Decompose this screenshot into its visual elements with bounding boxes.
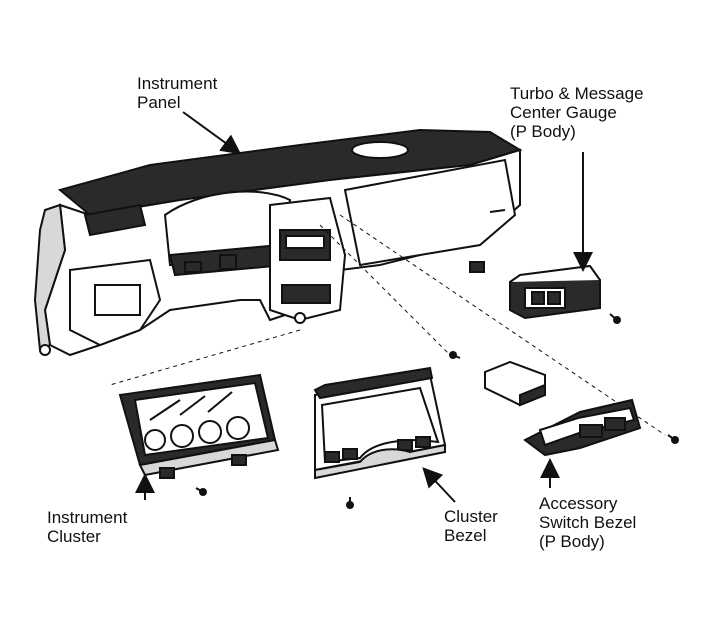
label-instrument-panel-line-1: Instrument bbox=[137, 74, 218, 93]
label-turbo-gauge-line-1: Turbo & Message bbox=[510, 84, 644, 103]
instrument-panel bbox=[33, 128, 523, 357]
label-accessory-bezel-line-2: Switch Bezel bbox=[539, 513, 637, 532]
label-cluster-bezel-line-2: Bezel bbox=[444, 526, 487, 545]
cluster-bezel bbox=[313, 366, 447, 480]
screw bbox=[195, 313, 679, 509]
label-accessory-bezel: Accessory Switch Bezel (P Body) bbox=[539, 494, 636, 551]
arrow-instrument-panel bbox=[182, 111, 242, 155]
label-cluster-bezel-line-1: Cluster bbox=[444, 507, 498, 526]
alignment-lines bbox=[109, 214, 666, 436]
label-accessory-bezel-line-3: (P Body) bbox=[539, 532, 605, 551]
label-turbo-gauge: Turbo & Message Center Gauge (P Body) bbox=[510, 84, 644, 141]
label-cluster-bezel: Cluster Bezel bbox=[444, 507, 498, 545]
accessory-switch-bezel bbox=[484, 360, 642, 457]
label-instrument-cluster-line-1: Instrument bbox=[47, 508, 128, 527]
arrow-cluster-bezel bbox=[422, 467, 456, 503]
label-turbo-gauge-line-2: Center Gauge bbox=[510, 103, 617, 122]
label-instrument-cluster: Instrument Cluster bbox=[47, 508, 127, 546]
label-instrument-panel: Instrument Panel bbox=[137, 74, 217, 112]
leader-arrows bbox=[135, 111, 593, 503]
label-accessory-bezel-line-1: Accessory bbox=[539, 494, 618, 513]
label-instrument-cluster-line-2: Cluster bbox=[47, 527, 101, 546]
label-instrument-panel-line-2: Panel bbox=[137, 93, 181, 112]
label-turbo-gauge-line-3: (P Body) bbox=[510, 122, 576, 141]
instrument-cluster bbox=[118, 373, 280, 479]
turbo-message-center-gauge bbox=[509, 264, 601, 320]
